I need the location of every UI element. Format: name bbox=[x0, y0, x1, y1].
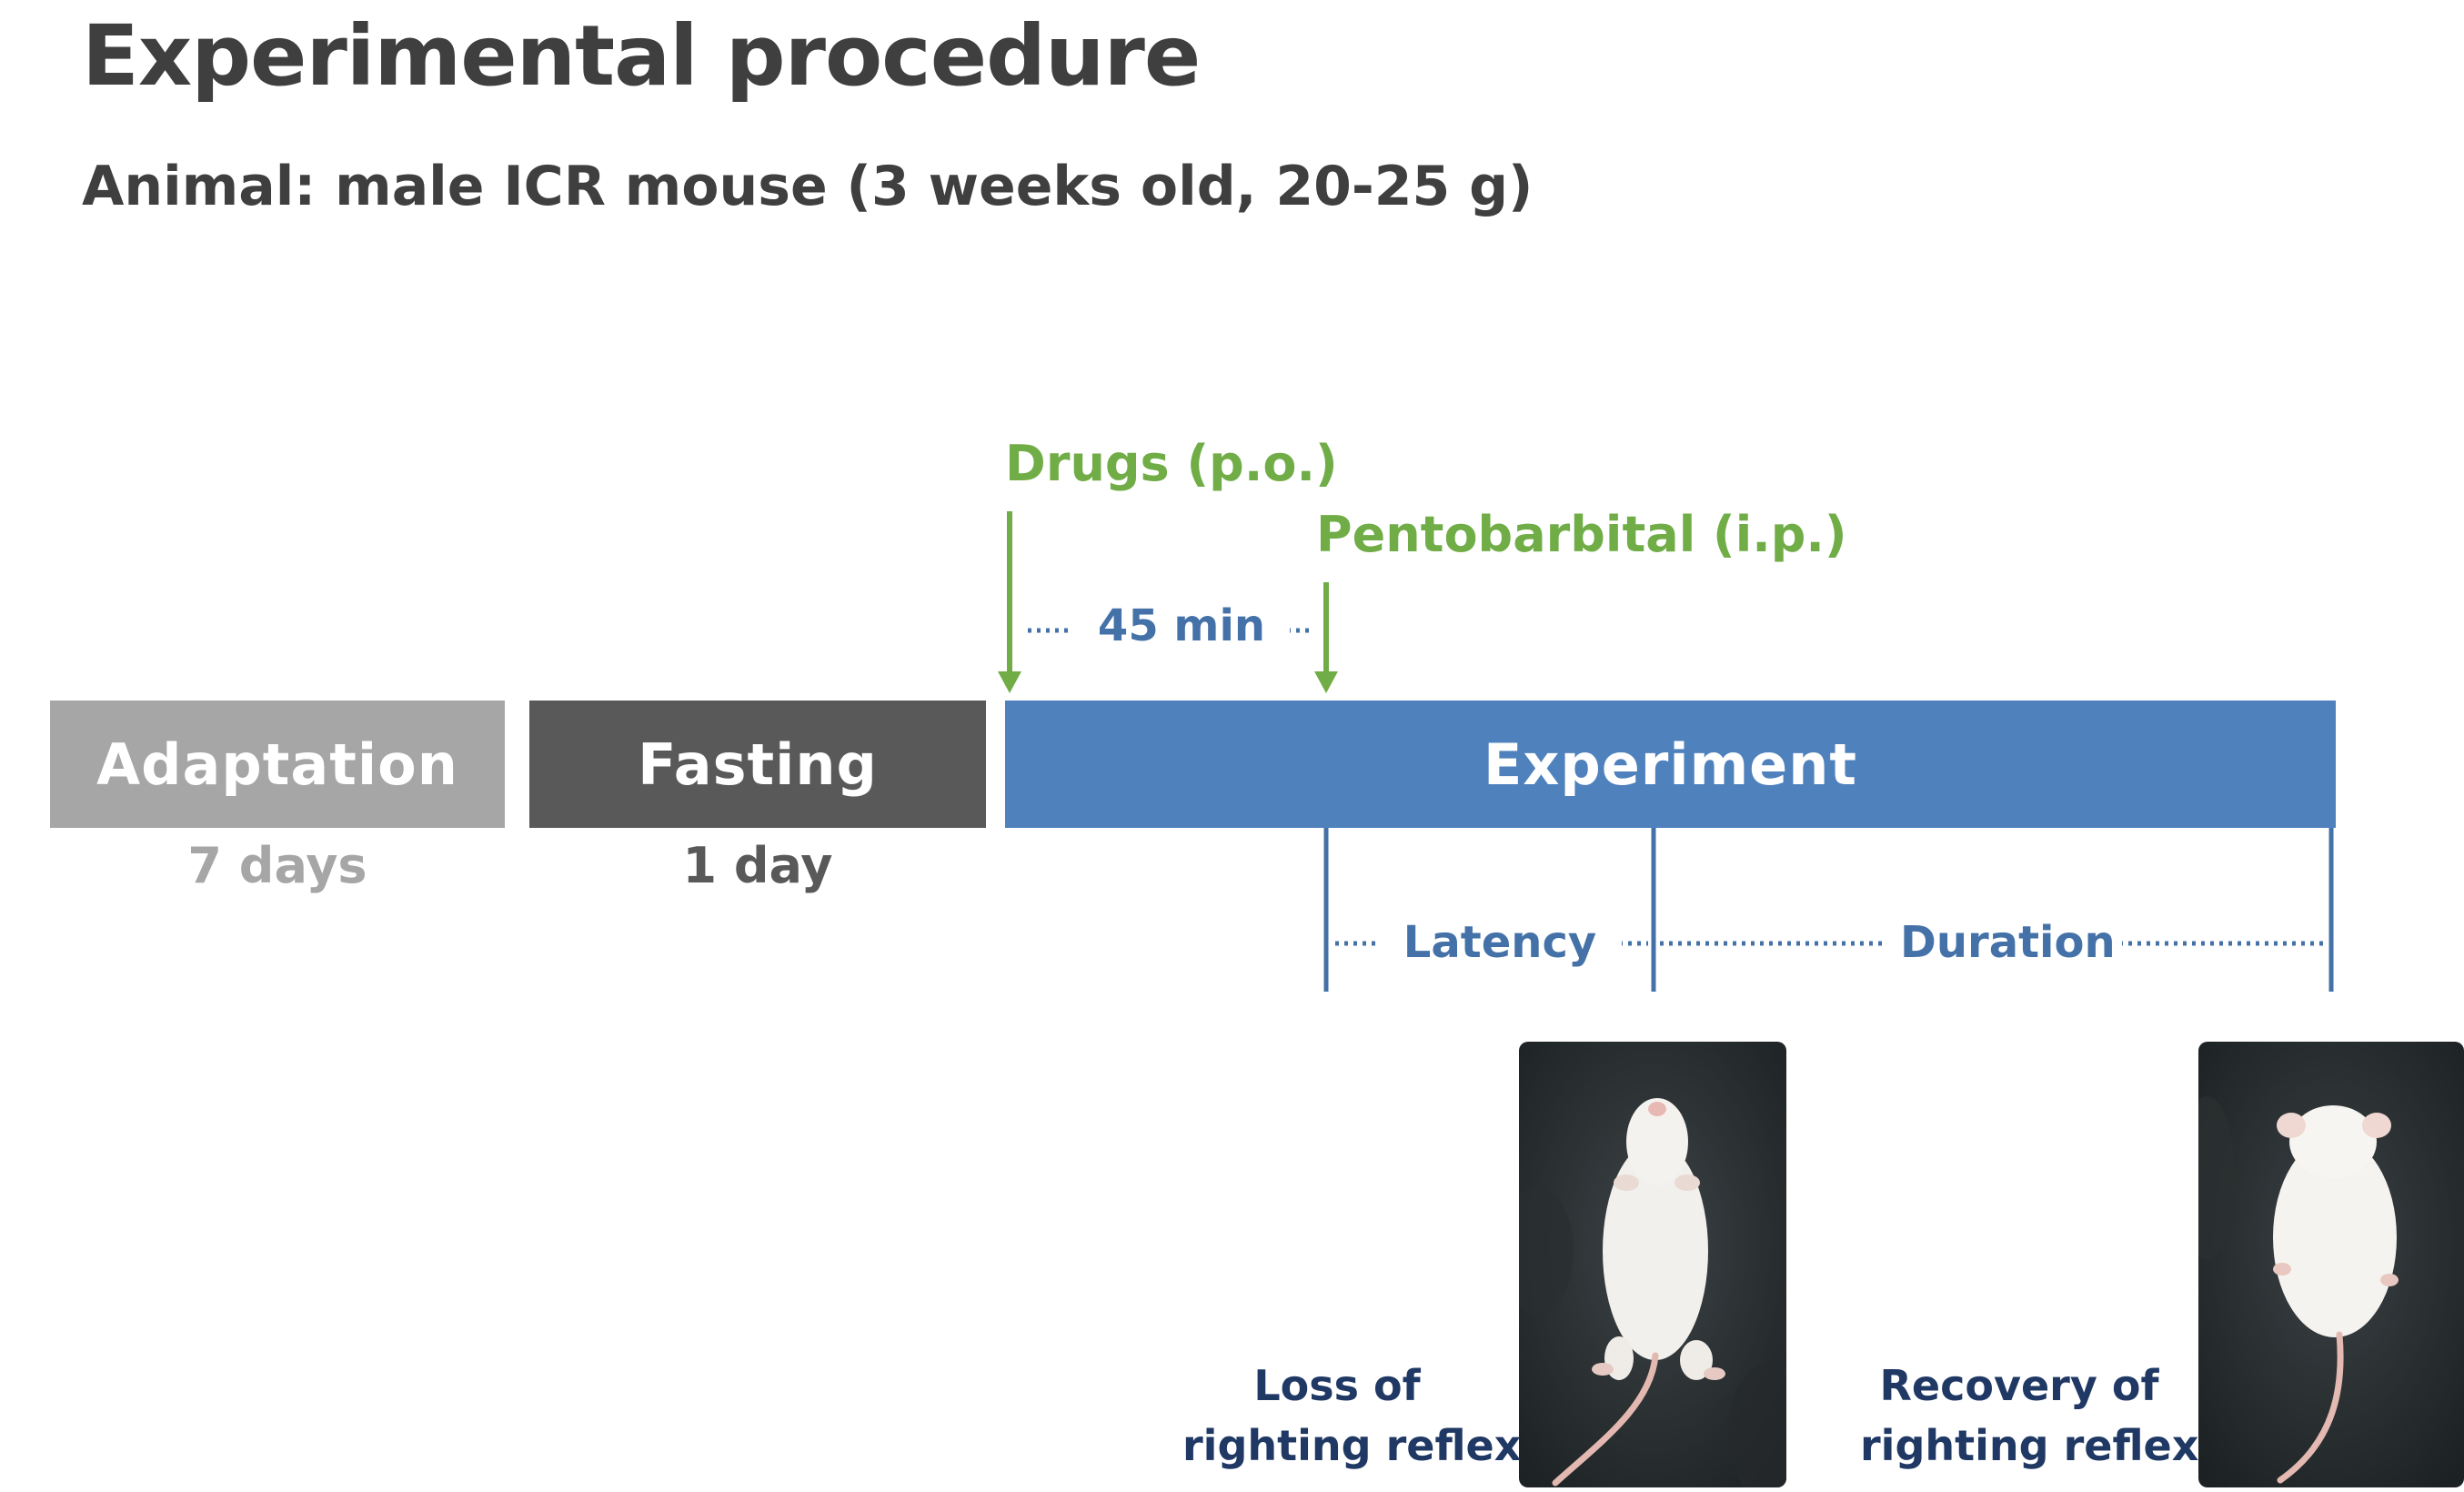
phase-adaptation-duration: 7 days bbox=[187, 837, 367, 894]
page-title: Experimental procedure bbox=[82, 7, 1201, 105]
phase-fasting-duration: 1 day bbox=[682, 837, 833, 894]
pentobarbital-label: Pentobarbital (i.p.) bbox=[1316, 506, 1847, 563]
phase-adaptation-label: Adaptation bbox=[96, 731, 458, 798]
mouse-supine-image bbox=[1519, 1042, 1786, 1487]
phase-experiment-label: Experiment bbox=[1483, 731, 1858, 798]
recovery-caption-line2: righting reflex bbox=[1860, 1421, 2199, 1470]
recovery-caption: Recovery of righting reflex bbox=[1860, 1356, 2199, 1476]
interval-label: 45 min bbox=[1073, 600, 1290, 651]
mouse-upright-image bbox=[2198, 1042, 2464, 1487]
loss-caption: Loss of righting reflex bbox=[1182, 1356, 1522, 1476]
recovery-of-righting-reflex-photo bbox=[2198, 1042, 2464, 1487]
recovery-caption-line1: Recovery of bbox=[1879, 1361, 2159, 1410]
phase-fasting-bar: Fasting bbox=[529, 701, 986, 828]
duration-label: Duration bbox=[1887, 917, 2122, 968]
phase-adaptation-bar: Adaptation bbox=[50, 701, 505, 828]
loss-of-righting-reflex-photo bbox=[1519, 1042, 1786, 1487]
phase-fasting-label: Fasting bbox=[638, 731, 878, 798]
latency-label: Latency bbox=[1378, 917, 1622, 968]
loss-caption-line2: righting reflex bbox=[1182, 1421, 1522, 1470]
phase-experiment-bar: Experiment bbox=[1005, 701, 2336, 828]
pentobarbital-arrow-head bbox=[1314, 671, 1338, 693]
animal-subtitle: Animal: male ICR mouse (3 weeks old, 20-… bbox=[82, 155, 1534, 218]
drugs-arrow-head bbox=[998, 671, 1021, 693]
loss-caption-line1: Loss of bbox=[1253, 1361, 1421, 1410]
drugs-label: Drugs (p.o.) bbox=[1005, 435, 1338, 492]
